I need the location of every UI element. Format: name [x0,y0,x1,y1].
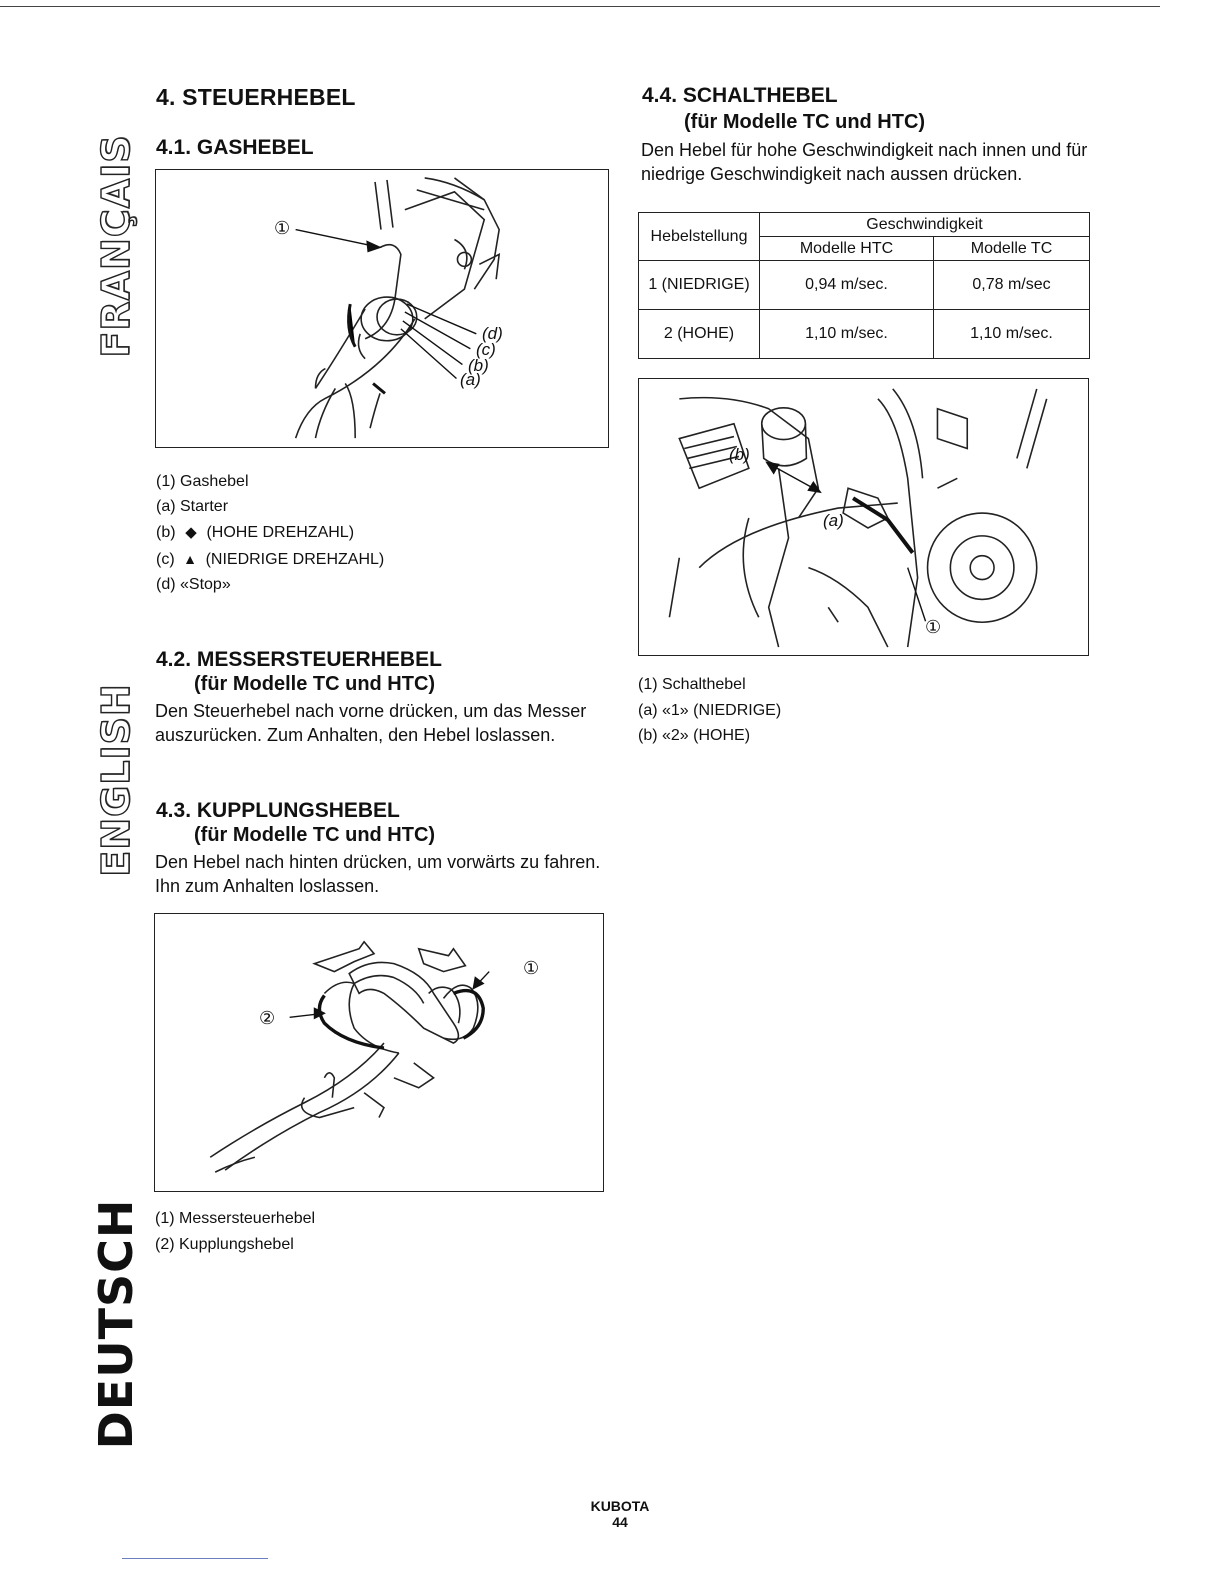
turtle-icon: ▲ [183,551,198,567]
gashebel-caption-c-text: (NIEDRIGE DREHZAHL) [205,551,385,568]
schalthebel-caption-a: (a) «1» (NIEDRIGE) [638,702,782,719]
footer-brand: KUBOTA [590,1498,650,1514]
speed-table-cell: 1 (NIEDRIGE) [638,260,760,310]
kupplung-caption-2: (2) Kupplungshebel [155,1236,294,1253]
section-4-3-subtitle: (für Modelle TC und HTC) [194,824,436,846]
section-4-4-line-2: niedrige Geschwindigkeit nach aussen drü… [641,164,1023,184]
section-4-title: 4. STEUERHEBEL [156,84,356,110]
schalthebel-figure: (b) (a) ① [638,378,1089,656]
top-rule [0,6,1160,7]
gashebel-callout-1: ① [274,218,291,238]
side-label-francais: FRANÇAIS [93,134,138,359]
gashebel-label-b: (b) [468,356,489,375]
speed-table-subheader-htc: Modelle HTC [759,236,934,261]
gashebel-caption-b: (b) ◆ (HOHE DREHZAHL) [156,521,354,545]
section-4-2-line-1: Den Steuerhebel nach vorne drücken, um d… [155,701,587,721]
gashebel-caption-b-letter: (b) [156,524,176,541]
kupplung-callout-2: ② [259,1008,276,1028]
gashebel-label-c: (c) [476,340,496,359]
gashebel-drawing [294,177,501,439]
gashebel-caption-1: (1) Gashebel [156,473,249,490]
speed-table-col-header: Hebelstellung [638,212,760,261]
speed-table-group-header: Geschwindigkeit [759,212,1090,237]
table-row: 1 (NIEDRIGE) 0,94 m/sec. 0,78 m/sec [638,260,1090,310]
gashebel-caption-c: (c) ▲ (NIEDRIGE DREHZAHL) [156,547,384,572]
kupplung-caption-1: (1) Messersteuerhebel [155,1210,316,1227]
gashebel-label-d: (d) [482,324,503,343]
speed-table-subheader-tc: Modelle TC [933,236,1090,261]
speed-table: Hebelstellung Geschwindigkeit Modelle HT… [638,212,1090,359]
section-4-3-title: 4.3. KUPPLUNGSHEBEL [156,799,400,822]
gashebel-caption-c-letter: (c) [156,551,175,568]
section-4-2-subtitle: (für Modelle TC und HTC) [194,673,436,695]
section-4-4-subtitle: (für Modelle TC und HTC) [684,111,926,133]
section-4-4-line-1: Den Hebel für hohe Geschwindigkeit nach … [641,140,1088,160]
speed-table-cell: 0,78 m/sec [933,260,1090,310]
schalthebel-caption-b: (b) «2» (HOHE) [638,727,751,744]
schalthebel-caption-1: (1) Schalthebel [638,676,746,693]
kupplung-drawing [209,940,490,1173]
section-4-3-line-2: Ihn zum Anhalten loslassen. [155,876,380,896]
schalthebel-label-a: (a) [823,511,844,530]
section-4-2-line-2: auszurücken. Zum Anhalten, den Hebel los… [155,725,556,745]
gashebel-label-a: (a) [460,370,481,389]
schalthebel-callout-1: ① [925,617,942,637]
kupplung-figure: ① ② [154,913,604,1192]
section-4-1-title: 4.1. GASHEBEL [156,136,314,159]
rabbit-icon: ◆ [185,524,197,541]
page-number: 44 [612,1514,628,1530]
bottom-rule [122,1558,268,1559]
speed-table-header-row: Hebelstellung Geschwindigkeit [638,212,1090,261]
gashebel-caption-a: (a) Starter [156,498,229,515]
schalthebel-label-b: (b) [729,445,750,464]
gashebel-figure: ① (d) (c) (b) (a) [155,169,609,448]
footer: KUBOTA 44 [560,1498,680,1530]
side-label-deutsch: DEUTSCH [89,1198,143,1450]
gashebel-caption-b-text: (HOHE DREHZAHL) [206,524,355,541]
table-row: 2 (HOHE) 1,10 m/sec. 1,10 m/sec. [638,309,1090,359]
speed-table-cell: 1,10 m/sec. [933,309,1090,359]
section-4-3-line-1: Den Hebel nach hinten drücken, um vorwär… [155,852,601,872]
speed-table-cell: 1,10 m/sec. [759,309,934,359]
gashebel-caption-d: (d) «Stop» [156,576,231,593]
kupplung-callout-1: ① [523,958,540,978]
section-4-2-title: 4.2. MESSERSTEUERHEBEL [156,648,442,671]
side-label-english: ENGLISH [93,683,138,878]
speed-table-cell: 2 (HOHE) [638,309,760,359]
schalthebel-drawing [668,388,1048,648]
section-4-4-title: 4.4. SCHALTHEBEL [642,84,838,107]
speed-table-cell: 0,94 m/sec. [759,260,934,310]
